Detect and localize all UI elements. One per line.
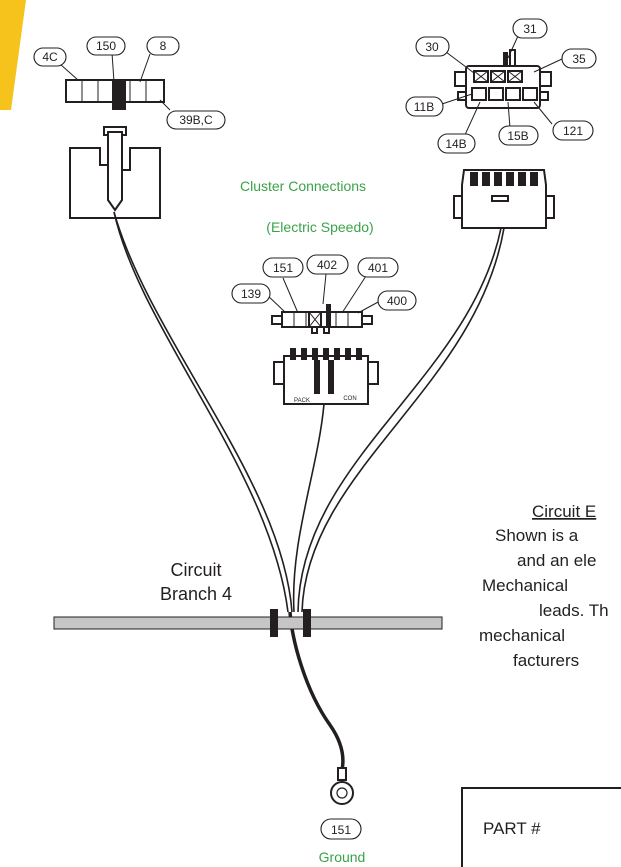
- svg-text:402: 402: [317, 258, 337, 272]
- label-402: 402: [306, 254, 349, 275]
- side-text-line-5: mechanical: [479, 626, 565, 645]
- harness-wires: [113, 211, 505, 771]
- cluster-title: Cluster Connections: [240, 178, 366, 194]
- svg-text:35: 35: [572, 52, 586, 66]
- side-text-line-2: and an ele: [517, 551, 596, 570]
- label-139: 139: [231, 283, 271, 304]
- label-150: 150: [86, 36, 126, 56]
- page-accent-stripe: [0, 0, 26, 110]
- wire-clip-left: [270, 609, 278, 637]
- label-15b: 15B: [498, 125, 539, 146]
- center-housing: PACK CON: [273, 348, 379, 405]
- svg-text:150: 150: [96, 39, 116, 53]
- side-text-line-1: Shown is a: [495, 526, 579, 545]
- side-text-heading: Circuit E: [532, 502, 596, 521]
- svg-text:11B: 11B: [414, 100, 434, 114]
- side-text-line-3: Mechanical: [482, 576, 568, 595]
- svg-text:139: 139: [241, 287, 261, 301]
- pack-text: PACK: [294, 398, 310, 404]
- svg-text:151: 151: [273, 261, 293, 275]
- svg-text:4C: 4C: [42, 50, 58, 64]
- svg-text:401: 401: [368, 261, 388, 275]
- right-housing: [453, 169, 555, 229]
- label-121: 121: [552, 120, 594, 141]
- label-8: 8: [146, 36, 180, 56]
- ground-terminal: [330, 767, 354, 805]
- circuit-branch-bar: [53, 616, 443, 630]
- label-401: 401: [357, 257, 399, 278]
- side-text-line-6: facturers: [513, 651, 579, 670]
- wire-clip-right: [303, 609, 311, 637]
- left-connector: [65, 79, 165, 110]
- center-connector: [271, 304, 373, 334]
- svg-text:8: 8: [160, 39, 167, 53]
- svg-text:121: 121: [563, 124, 583, 138]
- branch-label-line2: Branch 4: [160, 584, 232, 604]
- cluster-subtitle: (Electric Speedo): [266, 219, 373, 235]
- label-400: 400: [377, 290, 417, 311]
- ground-label: Ground: [319, 849, 366, 865]
- right-connector: [454, 49, 552, 109]
- label-30: 30: [415, 36, 450, 57]
- label-151-ground: 151: [320, 818, 362, 840]
- part-table-header: PART #: [483, 819, 541, 838]
- label-14b: 14B: [437, 133, 476, 154]
- svg-text:400: 400: [387, 294, 407, 308]
- svg-text:31: 31: [523, 22, 537, 36]
- con-text: CON: [343, 396, 356, 402]
- part-table: PART #: [461, 787, 621, 867]
- svg-text:39B,C: 39B,C: [179, 113, 213, 127]
- left-housing: [69, 126, 161, 219]
- svg-text:151: 151: [331, 823, 351, 837]
- label-11b: 11B: [405, 96, 444, 117]
- label-31: 31: [512, 18, 548, 39]
- label-4c: 4C: [33, 47, 67, 67]
- branch-label-line1: Circuit: [170, 560, 221, 580]
- svg-text:15B: 15B: [507, 129, 528, 143]
- label-35: 35: [561, 48, 597, 69]
- svg-text:14B: 14B: [445, 137, 466, 151]
- label-39b-c: 39B,C: [166, 110, 226, 130]
- svg-text:30: 30: [425, 40, 439, 54]
- side-text-line-4: leads. Th: [539, 601, 609, 620]
- label-151-center: 151: [262, 257, 304, 278]
